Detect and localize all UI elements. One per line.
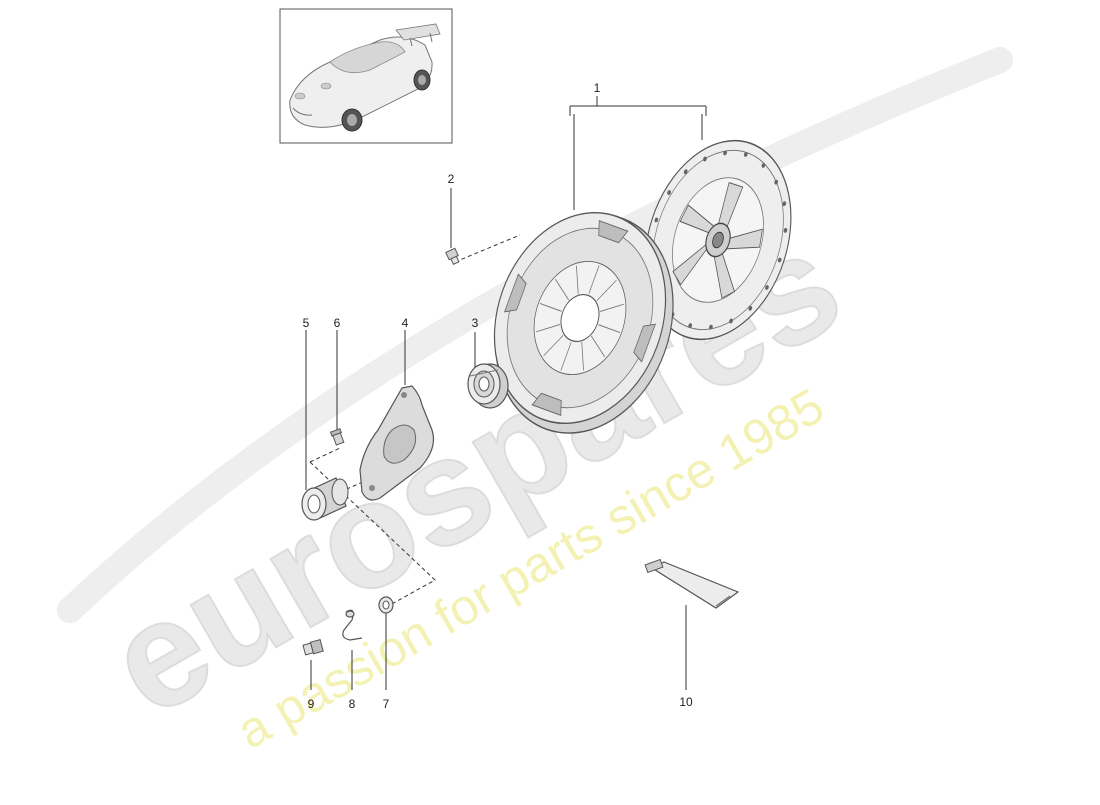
- callout-5: 5: [303, 316, 310, 330]
- callout-9: 9: [308, 697, 315, 711]
- callout-8: 8: [349, 697, 356, 711]
- clutch-disc: [644, 139, 792, 341]
- washer-part-7: [378, 596, 394, 614]
- callout-2: 2: [448, 172, 455, 186]
- leader-lines: [305, 96, 707, 690]
- grease-tube: [644, 558, 740, 609]
- callout-numbers: 1 2 3 4 5 6 7 8 9 10: [303, 81, 693, 711]
- watermark-swoosh: [57, 47, 1013, 623]
- clutch-pressure-plate: [493, 211, 674, 434]
- release-lever: [359, 385, 435, 501]
- callout-4: 4: [402, 316, 409, 330]
- release-bearing: [467, 363, 509, 409]
- clip-part-8: [342, 609, 363, 641]
- callout-7: 7: [383, 697, 390, 711]
- vehicle-thumbnail: [279, 8, 453, 144]
- bolt-part-2: [445, 247, 460, 265]
- callout-6: 6: [334, 316, 341, 330]
- guide-sleeve: [301, 477, 349, 521]
- callout-10: 10: [679, 695, 693, 709]
- callout-3: 3: [472, 316, 479, 330]
- stud-part-6: [329, 428, 345, 446]
- callout-1: 1: [594, 81, 601, 95]
- car-illustration: [289, 23, 441, 132]
- bleed-screw-part-9: [302, 639, 324, 656]
